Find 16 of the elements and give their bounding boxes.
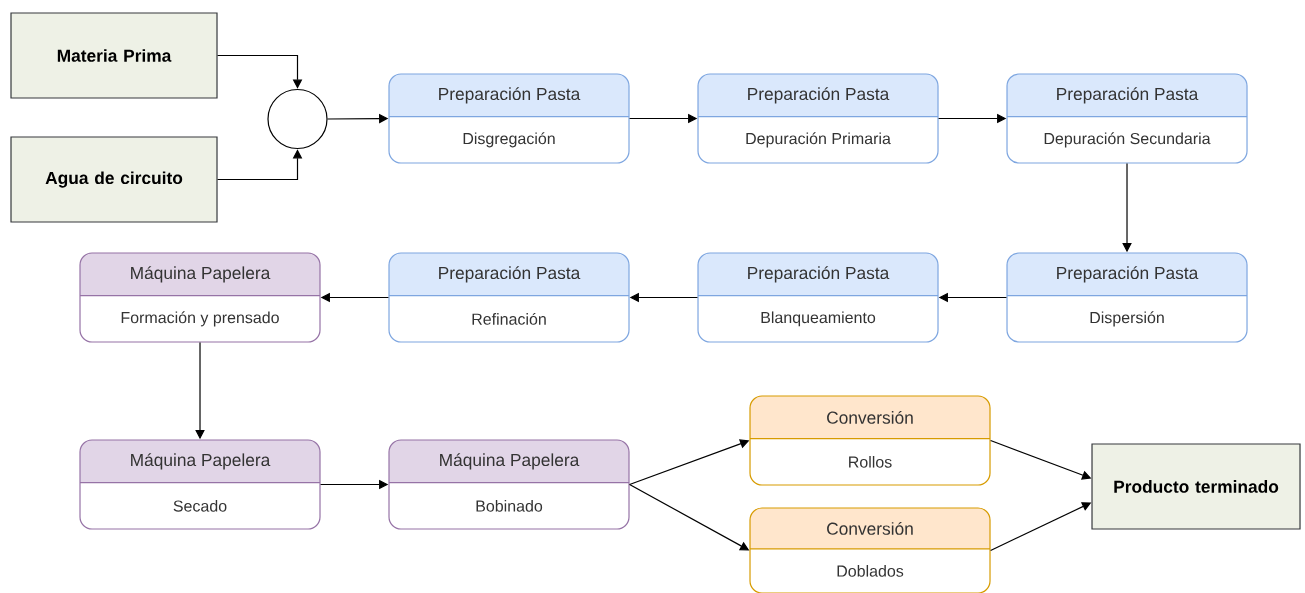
process-box: Conversión Rollos [749, 395, 991, 486]
input-box: Producto terminado [1091, 443, 1301, 530]
arrow [217, 54, 303, 89]
junction-circle [267, 88, 328, 150]
process-box: Máquina Papelera Bobinado [388, 439, 630, 530]
process-box: Preparación Pasta Blanqueamiento [697, 252, 939, 343]
process-box: Máquina Papelera Formación y prensado [79, 252, 321, 343]
process-box: Preparación Pasta Dispersión [1006, 252, 1248, 343]
input-box: Materia Prima [10, 12, 218, 99]
process-box: Máquina Papelera Secado [79, 439, 321, 530]
process-box: Preparación Pasta Depuración Secundaria [1006, 73, 1248, 164]
process-box: Preparación Pasta Disgregación [388, 73, 630, 164]
process-box: Preparación Pasta Depuración Primaria [697, 73, 939, 164]
input-box: Agua de circuito [10, 136, 218, 223]
process-box: Preparación Pasta Refinación [388, 252, 630, 343]
process-box: Conversión Doblados [749, 507, 991, 593]
